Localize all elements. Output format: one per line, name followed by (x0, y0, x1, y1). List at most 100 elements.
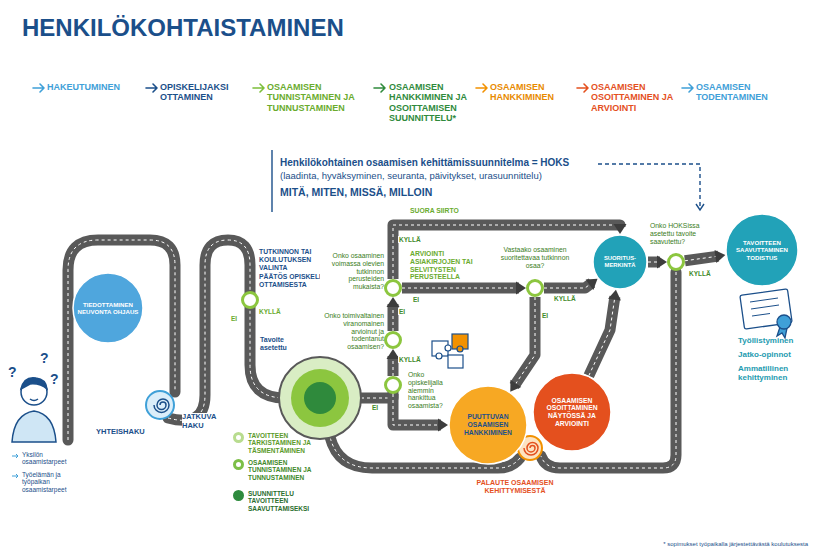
node-outline (73, 273, 143, 343)
haku-swirl (154, 399, 169, 413)
node-outline (384, 376, 402, 394)
node-text: OSAAMISEN OSOITTAMINEN NÄYTÖSSÄ JA ARVIO… (537, 397, 607, 428)
big-goal-circle (279, 357, 361, 439)
text-label: OSAAMISEN TODENTAMINEN (696, 82, 800, 103)
certificate-icon (740, 289, 792, 338)
certificate-icon (777, 315, 791, 329)
edge-label: EI (398, 308, 406, 315)
text-label: JATKUVA HAKU (182, 413, 222, 430)
road-connector (393, 304, 394, 331)
text-label: ARVIOINTI ASIAKIRJOJEN TAI SELVITYSTEN P… (410, 250, 490, 281)
road-connector (685, 256, 719, 261)
edge-label: KYLLÄ (553, 295, 577, 302)
road-connector (388, 304, 399, 331)
puzzle-icon (436, 353, 442, 359)
hoks-bracket (272, 150, 704, 212)
arrow-heads (387, 297, 400, 307)
hoks-bracket (271, 150, 272, 212)
arrow-heads (586, 279, 598, 290)
step-arrows (374, 84, 385, 92)
node-text: Onko toimivaltainen viranomainen arvioin… (320, 312, 384, 351)
text-label: KYLLÄ (259, 308, 281, 315)
person-figure (12, 411, 56, 442)
node-text: SUORITUS-MERKINTÄ (596, 255, 645, 268)
decision-point: TUTKINNON TAI KOULUTUKSEN VALINTAPÄÄTÖS … (241, 291, 259, 309)
person-figure (12, 378, 56, 442)
road-connector (514, 297, 535, 386)
text-label: Ammatillinen kehittyminen (738, 364, 810, 382)
node-outline (386, 378, 401, 393)
node-outline (241, 291, 259, 309)
road-marking (402, 288, 519, 289)
road-connector (544, 283, 592, 288)
decision-point: Onko toimivaltainen viranomainen arvioin… (384, 331, 402, 349)
arrow-head (614, 224, 627, 234)
node-text: Vastaako osaaminen suoritettavaa tutkinn… (494, 246, 576, 269)
node-outline (593, 235, 647, 289)
road-connector (685, 256, 719, 261)
node-text-box: OSAAMISEN OSOITTAMINEN NÄYTÖSSÄ JA ARVIO… (532, 372, 612, 452)
text-label: OSAAMISEN HANKKIMINEN (490, 82, 572, 103)
road-connector (589, 297, 615, 376)
arrow-heads (715, 250, 726, 263)
node-outline (386, 333, 401, 348)
text-label: ? (8, 364, 20, 380)
haku-swirl (146, 391, 174, 419)
text-label: OSAAMISEN OSOITTAMINEN JA ARVIOINTI (591, 82, 679, 113)
road (68, 240, 676, 468)
text-label: Yksilön osaamistarpeet (22, 451, 84, 466)
step-arrows (476, 84, 487, 92)
step-circle: PUUTTUVAN OSAAMISEN HANKKIMINEN (448, 385, 528, 465)
diagram-title: HENKILÖKOHTAISTAMINEN (22, 14, 344, 42)
arrow-head (608, 290, 621, 301)
text-label: (laadinta, hyväksyminen, seuranta, päivi… (280, 171, 610, 182)
step-circle: TIEDOTTAMINEN NEUVONTA OHJAUS (72, 272, 144, 344)
node-outline (384, 331, 402, 349)
edge-label: EI (371, 404, 379, 411)
arrow-head (657, 256, 667, 269)
step-arrows (577, 84, 588, 92)
node-outline (528, 281, 543, 296)
need-bullets (12, 474, 18, 478)
node-text-box: TAVOITTEEN SAAVUTTAMINEN TODISTUS (725, 213, 799, 287)
road-marking (393, 304, 394, 331)
node-outline (667, 253, 685, 271)
text-label: Henkilökohtainen osaamisen kehittämissuu… (280, 157, 598, 169)
hoks-bracket (696, 204, 704, 210)
text-label: OSAAMISEN TUNNISTAMINEN JA TUNNUSTAMINEN (267, 82, 371, 113)
arrow-head (715, 250, 726, 263)
arrow-heads (657, 256, 667, 269)
text-label: MITÄ, MITEN, MISSÄ, MILLOIN (280, 186, 610, 198)
node-outline (384, 279, 402, 297)
step-arrows (146, 84, 157, 92)
node-text: Onko opiskelijalla aiemmin hankittua osa… (408, 371, 454, 410)
text-label: ? (50, 371, 62, 387)
decision-point: Onko opiskelijalla aiemmin hankittua osa… (384, 376, 402, 394)
need-bullets (12, 454, 18, 458)
arrow-heads (608, 290, 621, 301)
road-marking (68, 240, 175, 440)
legend-swatch (233, 432, 244, 443)
node-text-box: Onko osaaminen voimassa olevien tutkinno… (320, 252, 384, 291)
edge-label: EI (541, 312, 549, 319)
road-marking (589, 297, 615, 376)
legend-text: TAVOITTEEN TARKISTAMINEN JA TÄSMENTÄMINE… (248, 432, 328, 454)
road-marking (68, 240, 676, 468)
legend-text: OSAAMISEN TUNNISTAMINEN JA TUNNUSTAMINEN (248, 459, 328, 481)
node-text-box: Onko HOKSissa asetettu tavoite saavutett… (650, 222, 712, 245)
feedback-swirl (524, 443, 538, 456)
node-text: PUUTTUVAN OSAAMISEN HANKKIMINEN (453, 413, 523, 436)
big-goal-circle (279, 357, 361, 439)
text-label: HAKEUTUMINEN (47, 82, 139, 92)
arrow-head (510, 380, 521, 392)
node-text: TAVOITTEEN SAAVUTTAMINEN TODISTUS (730, 239, 795, 260)
node-outline (449, 386, 527, 464)
certificate-icon (740, 289, 792, 329)
text-label: SUORA SIIRTO (410, 207, 459, 215)
hoks-bracket (598, 164, 700, 206)
legend-swatch (233, 490, 244, 501)
step-circle: OSAAMISEN OSOITTAMINEN NÄYTÖSSÄ JA ARVIO… (532, 372, 612, 452)
puzzle-icon (448, 355, 463, 368)
arrow-heads (438, 419, 448, 432)
text-label: * sopimukset työpaikalla järjestettäväst… (600, 541, 808, 548)
